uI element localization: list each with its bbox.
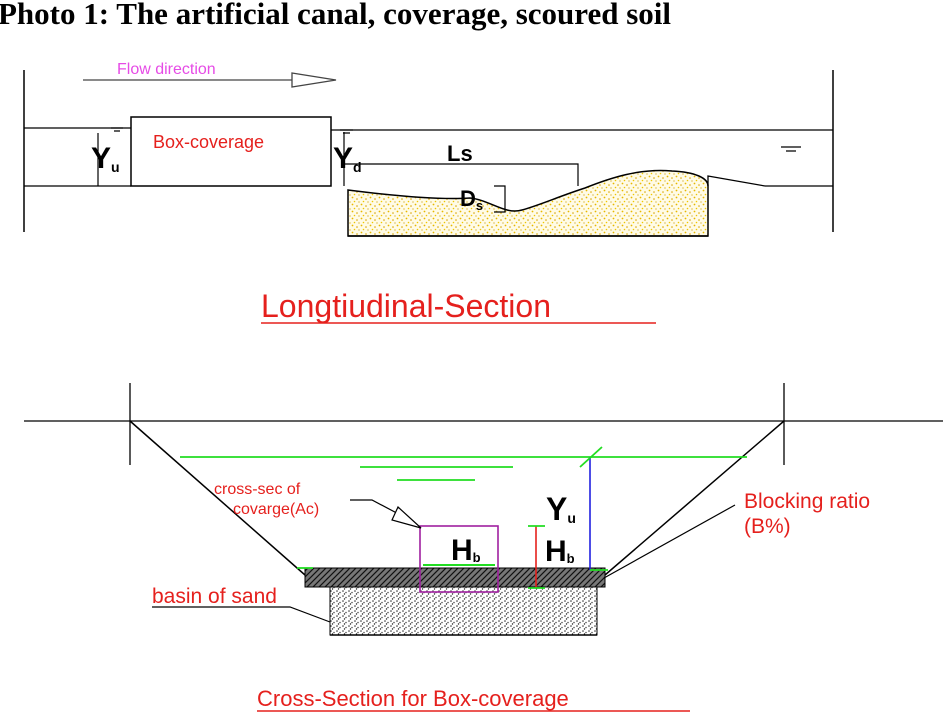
page-title: Photo 1: The artificial canal, coverage,… [0,0,671,31]
flow-direction-label: Flow direction [117,61,216,78]
cross-sec-arrowhead [391,506,422,529]
cross-section: Hb Yu Hb cross-sec of covarge(Ac) Blocki… [24,383,943,712]
upstream-water-mark [111,127,123,132]
sand-step [707,175,766,187]
downstream-water-mark [340,129,353,134]
scoured-sand-bed [347,169,709,237]
hb-box-label: Hb [451,534,481,567]
ds-dimension-line [494,185,506,213]
cross-sec-label-line1: cross-sec of [214,481,301,498]
ls-dimension-line [344,163,579,186]
ls-label: Ls [447,141,473,166]
cross-section-title: Cross-Section for Box-coverage [257,686,569,711]
basin-of-sand-label: basin of sand [152,585,277,608]
basin-leader [152,606,331,623]
right-water-mark [781,146,801,152]
bed-hatched-strip [304,567,606,588]
yu-top-tick [579,446,603,468]
yd-label: Yd [333,142,362,175]
blocking-ratio-label-line1: Blocking ratio [744,490,870,513]
sand-basin [329,586,598,636]
longitudinal-section: Flow direction Yu Yd Ls Ds Box-coverage … [23,61,834,324]
cross-sec-label-line2: covarge(Ac) [233,501,319,518]
box-coverage-label: Box-coverage [153,132,264,152]
longitudinal-section-title: Longtiudinal-Section [261,288,551,324]
coverage-box [419,525,499,593]
ds-label: Ds [460,186,483,213]
yu-cross-label: Yu [546,491,576,527]
blocking-leader [603,504,736,579]
left-side-slope [129,420,306,576]
box-coverage [130,116,332,187]
hb-cross-label: Hb [545,535,575,568]
blocking-ratio-label-line2: (B%) [744,515,791,538]
yu-label: Yu [91,142,120,175]
flow-arrow-head [291,72,337,88]
right-side-slope [604,420,785,576]
